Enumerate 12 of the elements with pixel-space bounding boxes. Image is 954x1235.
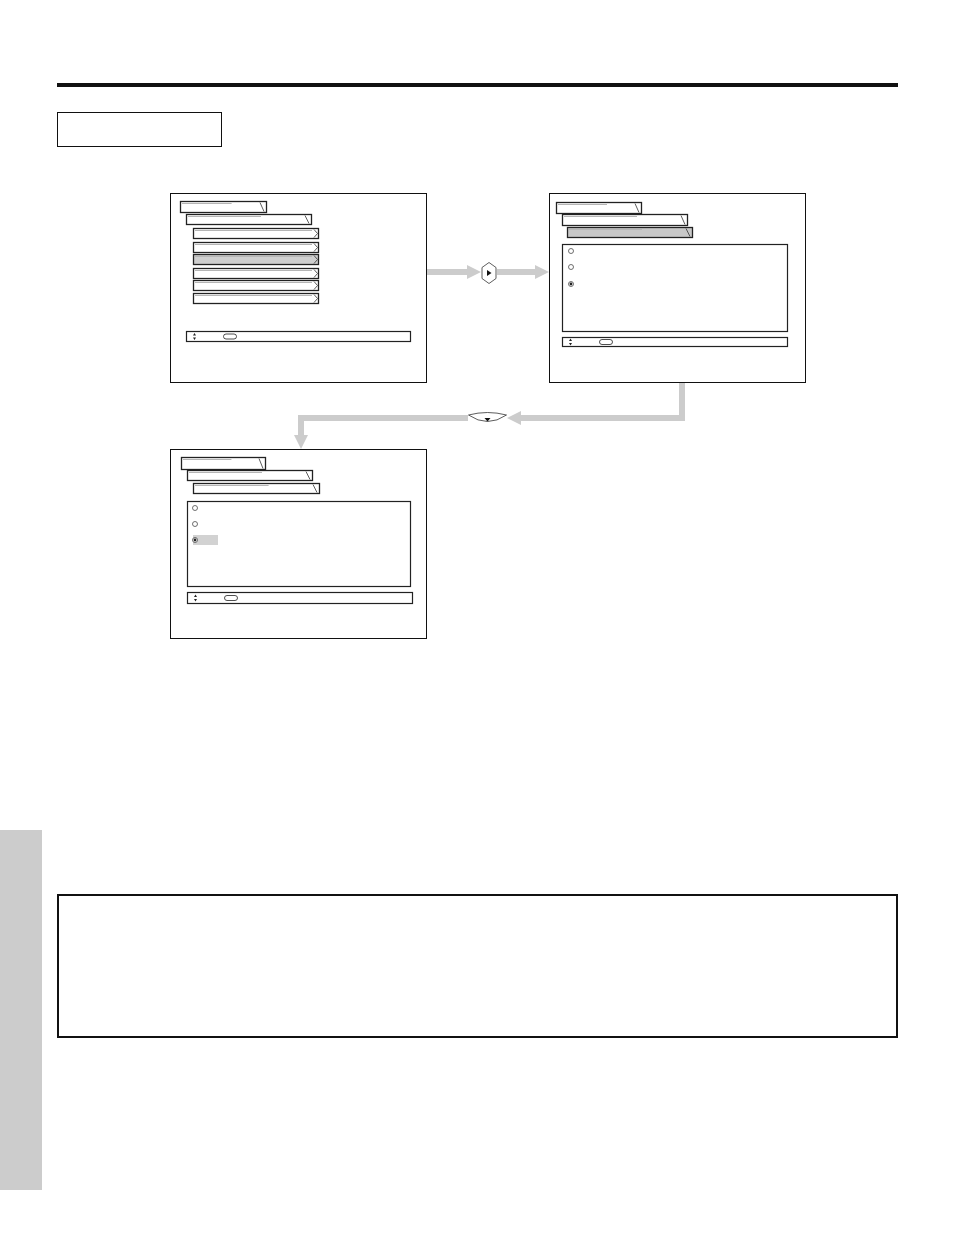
down-button-icon — [468, 411, 507, 425]
menu-screen — [170, 449, 427, 639]
arrow — [497, 265, 549, 279]
right-button-icon — [481, 262, 497, 284]
menu-screen — [170, 193, 427, 383]
arrow — [294, 415, 468, 449]
title-frame — [57, 112, 222, 147]
arrow — [507, 383, 685, 425]
menu-screen — [549, 193, 806, 383]
side-tab — [0, 830, 42, 1190]
arrow — [427, 265, 481, 279]
note-frame — [57, 894, 898, 1038]
